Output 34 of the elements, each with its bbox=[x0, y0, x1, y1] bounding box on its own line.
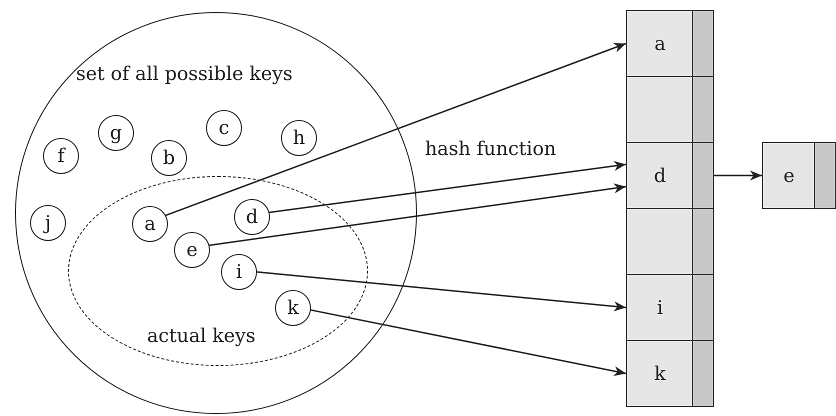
key-circle: a bbox=[132, 206, 168, 242]
slot-key: e bbox=[763, 164, 815, 186]
empty-hash-slot bbox=[626, 208, 714, 275]
arrow bbox=[308, 308, 626, 376]
set-label: set of all possible keys bbox=[76, 63, 293, 85]
key-circle: e bbox=[174, 232, 210, 268]
key-circle: j bbox=[30, 205, 66, 241]
key-circle: f bbox=[43, 138, 79, 174]
slot-key: i bbox=[627, 296, 693, 318]
hash-slot bbox=[626, 142, 714, 209]
key-circle: k bbox=[275, 290, 311, 326]
hash-slot bbox=[626, 10, 714, 77]
arrow bbox=[254, 270, 626, 312]
annotation-label: hash function bbox=[425, 138, 556, 160]
arrow bbox=[714, 170, 762, 180]
key-circle: b bbox=[151, 140, 187, 176]
arrow bbox=[164, 42, 626, 216]
universe-circle bbox=[15, 12, 417, 414]
slot-key: a bbox=[627, 32, 693, 54]
hash-slot bbox=[626, 274, 714, 341]
key-circle: h bbox=[281, 120, 317, 156]
arrow bbox=[208, 183, 626, 246]
empty-hash-slot bbox=[626, 76, 714, 143]
hash-slot bbox=[762, 142, 836, 209]
key-circle: i bbox=[221, 254, 257, 290]
arrow bbox=[268, 160, 626, 214]
slot-key: d bbox=[627, 164, 693, 186]
hash-slot bbox=[626, 340, 714, 407]
slot-key: k bbox=[627, 362, 693, 384]
set-label: actual keys bbox=[147, 325, 256, 347]
key-circle: c bbox=[206, 110, 242, 146]
key-circle: d bbox=[234, 199, 270, 235]
key-circle: g bbox=[98, 115, 134, 151]
subset-ellipse bbox=[68, 176, 368, 366]
